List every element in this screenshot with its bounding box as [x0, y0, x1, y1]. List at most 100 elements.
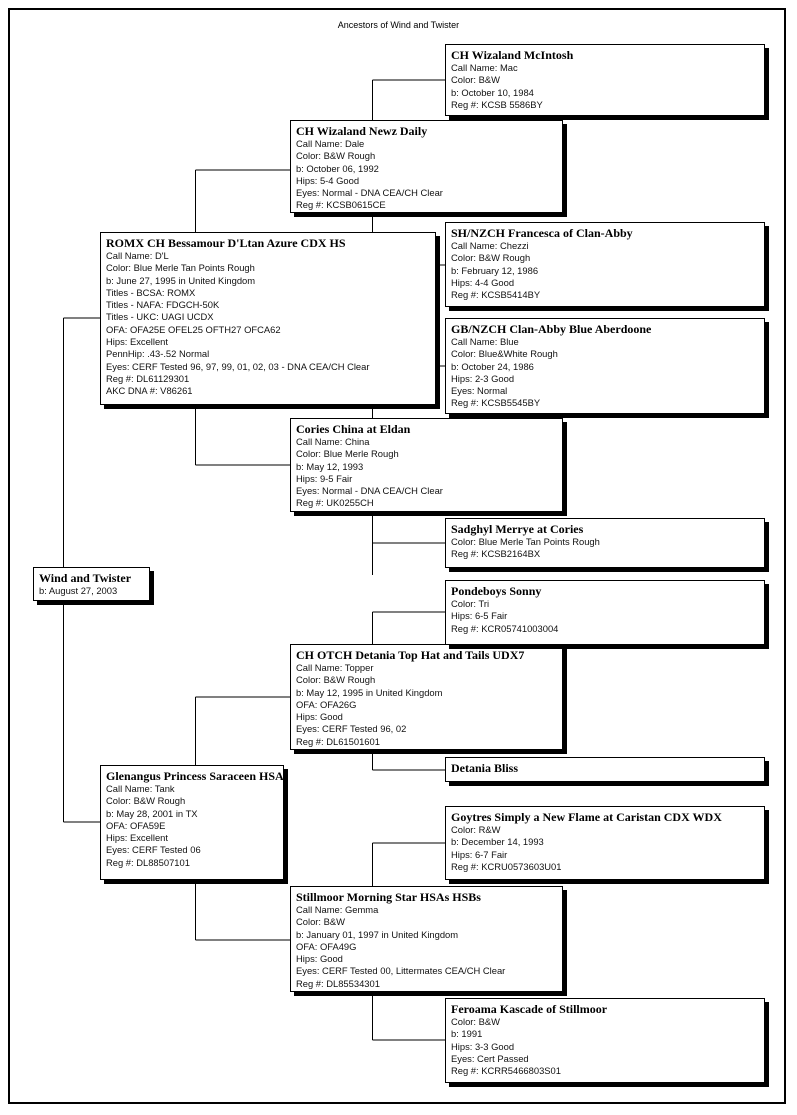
dog-detail: Hips: Excellent	[106, 336, 169, 348]
dog-name: Cories China at Eldan	[296, 422, 411, 436]
dog-detail: Color: Tri	[451, 598, 490, 609]
dog-name: Sadghyl Merrye at Cories	[451, 522, 584, 536]
dog-detail: Color: B&W Rough	[296, 674, 376, 686]
dog-name: CH Wizaland McIntosh	[451, 48, 574, 62]
dog-detail: Call Name: Mac	[451, 62, 518, 73]
dog-detail: Color: R&W	[451, 824, 501, 835]
dog-detail: Hips: 9-5 Fair	[296, 472, 353, 484]
dog-detail: Eyes: Cert Passed	[451, 1052, 529, 1064]
dog-detail: Call Name: D'L	[106, 250, 169, 261]
dog-detail: Reg #: KCSB0615CE	[296, 199, 386, 211]
page-border	[8, 8, 786, 1104]
dog-detail: Color: Blue Merle Rough	[296, 448, 399, 460]
dog-detail: Color: B&W Rough	[451, 252, 531, 264]
dog-card-gen4-7[interactable]: Goytres Simply a New Flame at Caristan C…	[445, 806, 765, 880]
dog-detail: b: October 10, 1984	[451, 86, 534, 98]
dog-detail: Call Name: China	[296, 436, 370, 447]
dog-detail: Hips: 6-7 Fair	[451, 848, 508, 860]
dog-name: CH Wizaland Newz Daily	[296, 124, 428, 138]
dog-detail: Hips: Good	[296, 711, 343, 723]
dog-detail: Color: Blue&White Rough	[451, 348, 558, 360]
dog-detail: Hips: Excellent	[106, 832, 169, 844]
dog-detail: Hips: 5-4 Good	[296, 174, 360, 186]
chart-title: Ancestors of Wind and Twister	[337, 20, 460, 30]
dog-detail: OFA: OFA59E	[106, 819, 166, 831]
dog-detail: b: May 28, 2001 in TX	[106, 807, 198, 819]
dog-detail: b: October 24, 1986	[451, 360, 534, 372]
dog-detail: Color: B&W	[451, 1016, 500, 1027]
dog-detail: Eyes: Normal - DNA CEA/CH Clear	[296, 485, 443, 497]
dog-detail: Hips: 4-4 Good	[451, 276, 515, 288]
dog-detail: PennHip: .43-.52 Normal	[106, 348, 210, 360]
dog-detail: b: January 01, 1997 in United Kingdom	[296, 928, 459, 940]
dog-detail: Call Name: Topper	[296, 662, 374, 673]
dog-name: Detania Bliss	[451, 761, 519, 775]
dog-name: GB/NZCH Clan-Abby Blue Aberdoone	[451, 322, 652, 336]
dog-detail: Color: Blue Merle Tan Points Rough	[451, 536, 600, 547]
dog-detail: Reg #: DL61501601	[296, 735, 380, 747]
dog-detail: Eyes: CERF Tested 96, 97, 99, 01, 02, 03…	[106, 360, 370, 372]
dog-name: CH OTCH Detania Top Hat and Tails UDX7	[296, 648, 525, 662]
dog-detail: Hips: Good	[296, 953, 343, 965]
dog-detail: Eyes: CERF Tested 00, Littermates CEA/CH…	[296, 965, 506, 977]
dog-detail: Eyes: Normal	[451, 385, 508, 397]
dog-detail: Titles - NAFA: FDGCH-50K	[106, 299, 220, 311]
dog-detail: Reg #: KCSB5545BY	[451, 397, 541, 409]
dog-detail: Titles - BCSA: ROMX	[106, 286, 196, 298]
dog-detail: Titles - UKC: UAGI UCDX	[106, 311, 214, 323]
dog-name: Goytres Simply a New Flame at Caristan C…	[451, 810, 722, 824]
dog-detail: Eyes: Normal - DNA CEA/CH Clear	[296, 187, 443, 199]
dog-card-gen4-6[interactable]: Detania Bliss	[445, 757, 765, 782]
dog-detail: Call Name: Tank	[106, 783, 175, 794]
dog-detail: Hips: 3-3 Good	[451, 1040, 515, 1052]
dog-detail: b: May 12, 1995 in United Kingdom	[296, 686, 443, 698]
dog-detail: b: June 27, 1995 in United Kingdom	[106, 274, 256, 286]
dog-detail: Reg #: KCRU0573603U01	[451, 860, 562, 872]
dog-detail: Call Name: Chezzi	[451, 240, 529, 251]
dog-detail: Color: B&W Rough	[296, 150, 376, 162]
dog-detail: Color: Blue Merle Tan Points Rough	[106, 262, 255, 274]
dog-detail: OFA: OFA26G	[296, 698, 357, 710]
dog-detail: Color: B&W	[451, 74, 500, 86]
dog-detail: Color: B&W Rough	[106, 795, 186, 807]
dog-detail: Reg #: KCSB5414BY	[451, 289, 541, 301]
dog-detail: Reg #: DL61129301	[106, 372, 190, 384]
dog-detail: Call Name: Gemma	[296, 904, 379, 915]
dog-detail: Eyes: CERF Tested 96, 02	[296, 723, 407, 735]
dog-detail: AKC DNA #: V86261	[106, 385, 193, 397]
dog-name: Pondeboys Sonny	[451, 584, 542, 598]
dog-detail: OFA: OFA49G	[296, 940, 357, 952]
dog-detail: b: August 27, 2003	[39, 585, 118, 596]
dog-name: Wind and Twister	[39, 571, 132, 585]
dog-detail: b: May 12, 1993	[296, 460, 364, 472]
dog-name: Stillmoor Morning Star HSAs HSBs	[296, 890, 481, 904]
dog-detail: Eyes: CERF Tested 06	[106, 844, 201, 856]
dog-detail: b: February 12, 1986	[451, 264, 539, 276]
dog-detail: OFA: OFA25E OFEL25 OFTH27 OFCA62	[106, 323, 281, 335]
dog-detail: Reg #: DL85534301	[296, 977, 380, 989]
dog-detail: Reg #: KCRR5466803S01	[451, 1065, 561, 1077]
dog-name: SH/NZCH Francesca of Clan-Abby	[451, 226, 633, 240]
dog-detail: Call Name: Blue	[451, 336, 519, 347]
dog-detail: Hips: 6-5 Fair	[451, 610, 508, 622]
dog-detail: Reg #: DL88507101	[106, 856, 190, 868]
dog-detail: Reg #: KCSB2164BX	[451, 548, 541, 560]
dog-detail: Color: B&W	[296, 916, 345, 928]
dog-detail: b: 1991	[451, 1028, 483, 1040]
dog-detail: b: October 06, 1992	[296, 162, 379, 174]
dog-detail: Hips: 2-3 Good	[451, 372, 515, 384]
dog-detail: Reg #: KCR05741003004	[451, 622, 559, 634]
